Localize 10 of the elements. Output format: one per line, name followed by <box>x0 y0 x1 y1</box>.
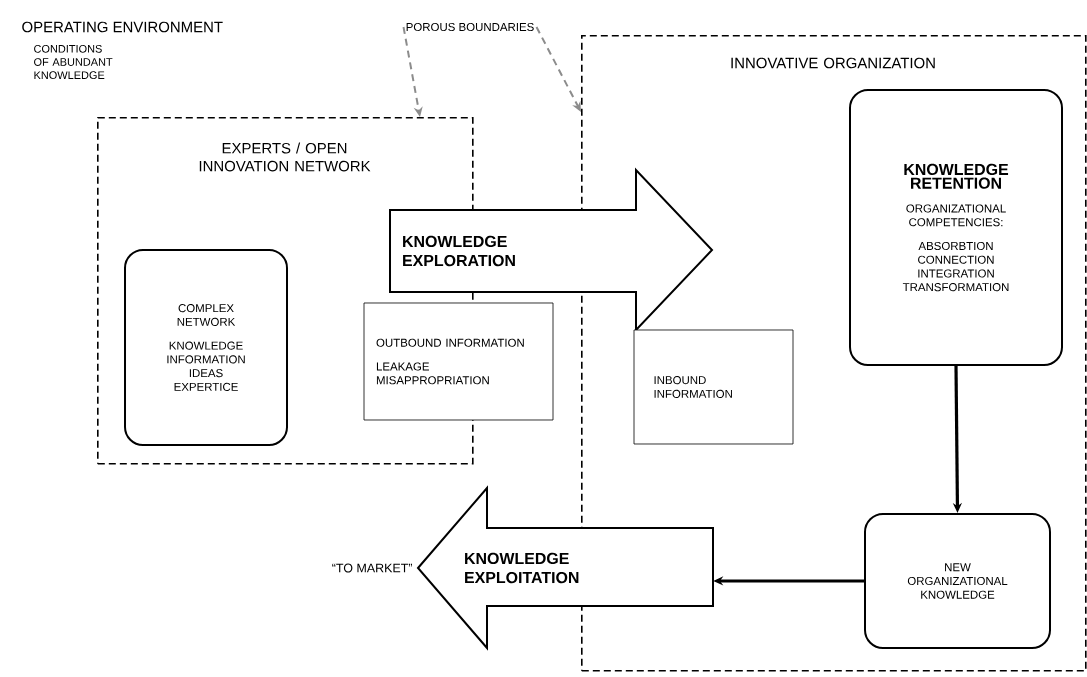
note-text: CONDITIONS OF ABUNDANT KNOWLEDGE <box>34 45 113 80</box>
side-label: “TO MARKET” <box>332 563 412 573</box>
heading-text: OPERATING ENVIRONMENT <box>22 21 223 33</box>
node-label: KNOWLEDGE EXPLOITATION <box>465 552 579 584</box>
rounded-box: KNOWLEDGE RETENTION ORGANIZATIONAL COMPETENCIES: ABSORBTION CONNECTION INTEGRATION TRANSFORMATION <box>849 89 1063 366</box>
text-box: OUTBOUND INFORMATION LEAKAGE MISAPPROPRIATION <box>363 302 554 421</box>
rounded-box: COMPLEX NETWORK KNOWLEDGE INFORMATION IDEAS EXPERTICE <box>124 249 288 446</box>
boundary-label: POROUS BOUNDARIES <box>406 22 534 32</box>
text-box: INBOUND INFORMATION <box>633 329 794 445</box>
rounded-box: NEW ORGANIZATIONAL KNOWLEDGE <box>864 513 1051 649</box>
